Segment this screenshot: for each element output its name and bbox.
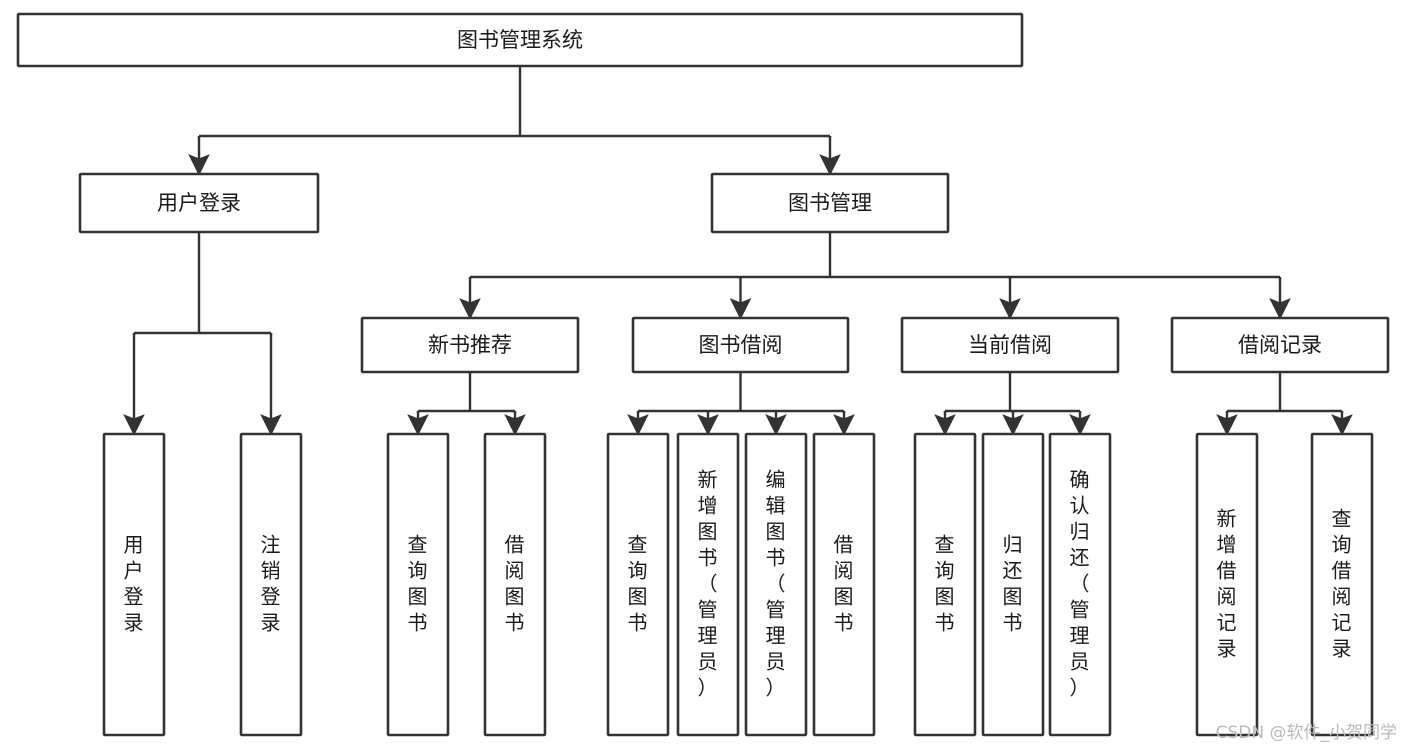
node-label: 新增借阅记录 [1217, 506, 1238, 660]
leaf-node-leaf-add-borrow-record[interactable]: 新增借阅记录 [1195, 432, 1259, 737]
node-boxes: 图书管理系统用户登录图书管理新书推荐图书借阅当前借阅借阅记录用户登录注销登录查询… [16, 12, 1390, 737]
node-rect[interactable] [981, 432, 1045, 737]
node-rect[interactable] [606, 432, 670, 737]
node-rect[interactable] [483, 432, 547, 737]
node-rect[interactable] [812, 432, 876, 737]
node-rect[interactable] [78, 172, 320, 234]
node-rect[interactable] [710, 172, 950, 234]
node-label: 图书管理 [788, 191, 872, 215]
leaf-node-leaf-query-book-borrow[interactable]: 查询图书 [606, 432, 670, 737]
node-rect[interactable] [1195, 432, 1259, 737]
node-rect[interactable] [239, 432, 303, 737]
node-label: 图书管理系统 [457, 28, 583, 52]
node-label: 借阅记录 [1238, 333, 1322, 357]
node-label: 用户登录 [124, 532, 145, 634]
node-label: 查询图书 [628, 532, 649, 634]
leaf-node-leaf-query-borrow-record[interactable]: 查询借阅记录 [1310, 432, 1374, 737]
node-label: 新增图书（管理员） [698, 467, 719, 699]
node-label: 借阅图书 [834, 532, 855, 634]
node-label: 图书借阅 [699, 333, 783, 357]
level3-node-borrow-record[interactable]: 借阅记录 [1170, 316, 1390, 374]
node-label: 归还图书 [1003, 532, 1024, 634]
node-rect[interactable] [1310, 432, 1374, 737]
node-rect[interactable] [913, 432, 977, 737]
node-label: 用户登录 [157, 191, 241, 215]
level3-node-current-borrow[interactable]: 当前借阅 [900, 316, 1120, 374]
level2-node-book-manage[interactable]: 图书管理 [710, 172, 950, 234]
node-label: 当前借阅 [968, 333, 1052, 357]
node-label: 查询图书 [935, 532, 956, 634]
leaf-node-leaf-borrow-book[interactable]: 借阅图书 [812, 432, 876, 737]
node-label: 编辑图书（管理员） [766, 467, 787, 699]
node-rect[interactable] [360, 316, 580, 374]
node-rect[interactable] [744, 432, 808, 737]
level3-node-book-borrow[interactable]: 图书借阅 [631, 316, 850, 374]
leaf-node-leaf-query-book-current[interactable]: 查询图书 [913, 432, 977, 737]
level3-node-new-book-recommend[interactable]: 新书推荐 [360, 316, 580, 374]
root-node-book-management-system[interactable]: 图书管理系统 [16, 12, 1024, 68]
node-label: 查询图书 [408, 532, 429, 634]
node-rect[interactable] [1170, 316, 1390, 374]
leaf-node-leaf-add-book-admin[interactable]: 新增图书（管理员） [676, 432, 740, 737]
leaf-node-leaf-return-book[interactable]: 归还图书 [981, 432, 1045, 737]
node-label: 借阅图书 [505, 532, 526, 634]
leaf-node-leaf-edit-book-admin[interactable]: 编辑图书（管理员） [744, 432, 808, 737]
leaf-node-leaf-query-book-rec[interactable]: 查询图书 [386, 432, 450, 737]
csdn-watermark: CSDN @软件_小贺同学 [1215, 723, 1397, 743]
node-rect[interactable] [631, 316, 850, 374]
leaf-node-leaf-confirm-return-admin[interactable]: 确认归还（管理员） [1048, 432, 1112, 737]
node-label: 新书推荐 [428, 333, 512, 357]
node-rect[interactable] [16, 12, 1024, 68]
node-rect[interactable] [1048, 432, 1112, 737]
node-rect[interactable] [676, 432, 740, 737]
node-label: 注销登录 [261, 532, 282, 634]
leaf-node-leaf-user-login[interactable]: 用户登录 [102, 432, 166, 737]
leaf-node-leaf-borrow-book-rec[interactable]: 借阅图书 [483, 432, 547, 737]
level2-node-user-login[interactable]: 用户登录 [78, 172, 320, 234]
node-rect[interactable] [102, 432, 166, 737]
node-rect[interactable] [900, 316, 1120, 374]
node-label: 查询借阅记录 [1332, 506, 1353, 660]
leaf-node-leaf-user-logout[interactable]: 注销登录 [239, 432, 303, 737]
connector-edges [123, 66, 1353, 436]
node-rect[interactable] [386, 432, 450, 737]
node-label: 确认归还（管理员） [1070, 467, 1091, 699]
